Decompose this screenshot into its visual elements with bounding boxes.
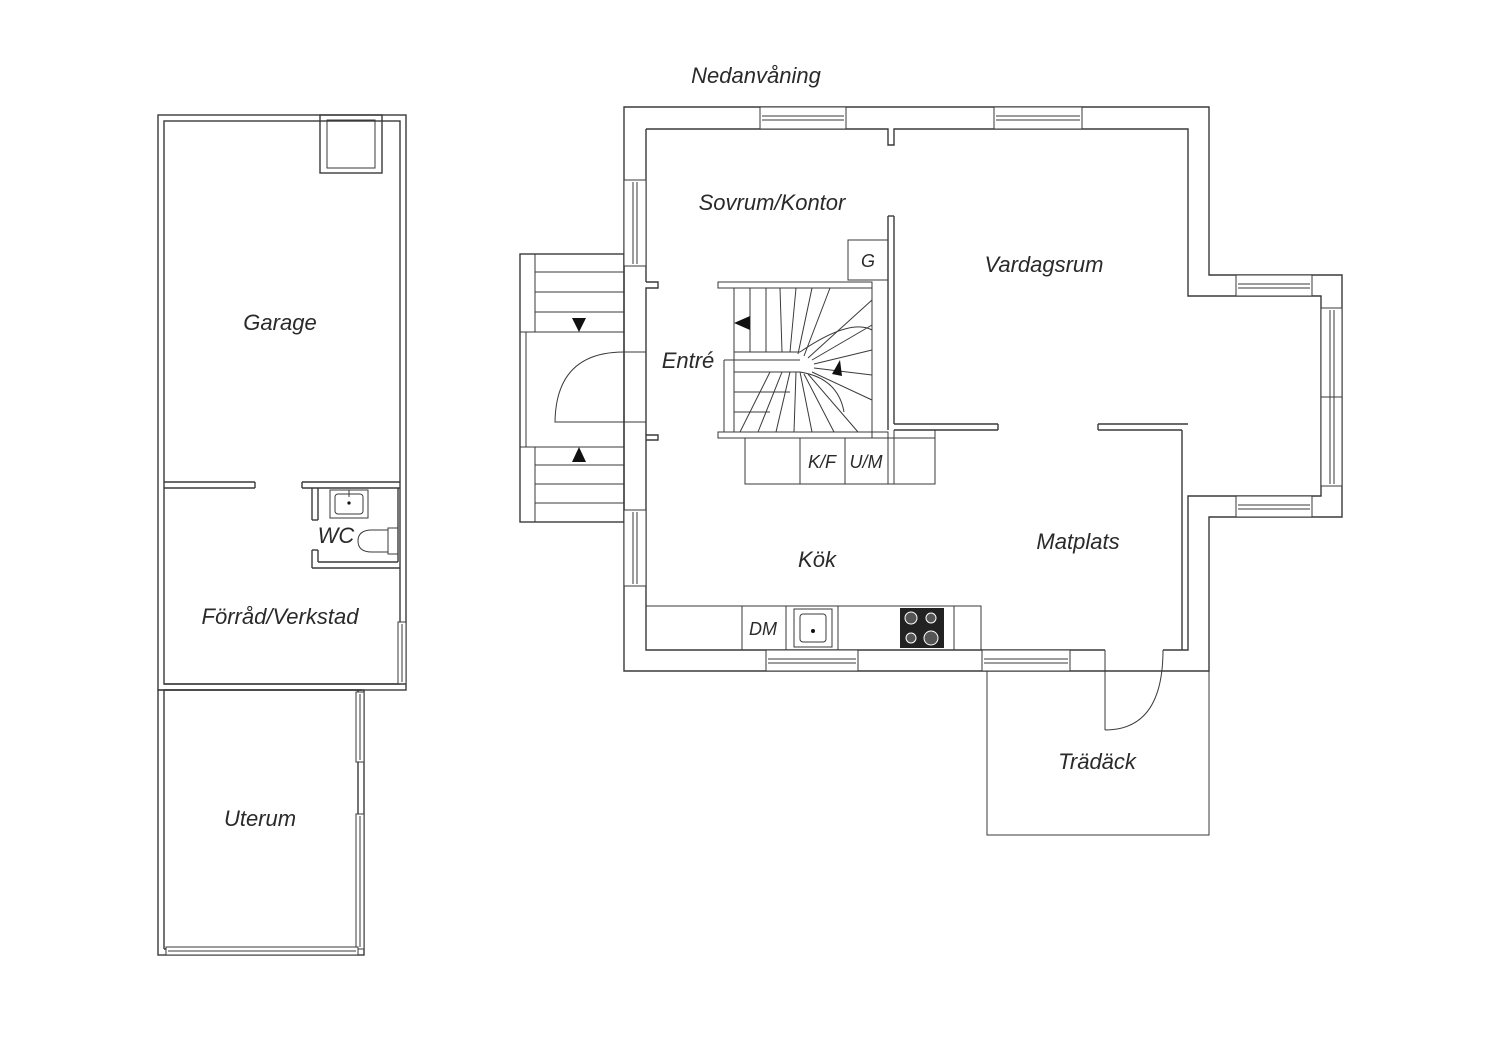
stove-icon [900, 608, 944, 648]
room-label-matplats: Matplats [1036, 529, 1119, 554]
stair-arrow-icon [734, 316, 750, 330]
room-label-vardagsrum: Vardagsrum [984, 252, 1103, 277]
room-label-kok: Kök [798, 547, 837, 572]
outbuilding [157, 114, 407, 956]
sink-icon [793, 608, 833, 648]
stair-arrow-icon [572, 318, 586, 332]
sink-icon [329, 489, 369, 519]
room-label-uterum: Uterum [224, 806, 296, 831]
stair-arrow-icon [572, 447, 586, 462]
fixture-label-g: G [861, 251, 875, 271]
fixture-label-kf: K/F [808, 452, 837, 472]
room-label-forrad: Förråd/Verkstad [202, 604, 360, 629]
stair-arrow-icon [832, 360, 842, 376]
fixture-label-dm: DM [749, 619, 777, 639]
room-label-entre: Entré [662, 348, 715, 373]
fixture-label-um: U/M [850, 452, 883, 472]
main-house [519, 106, 1343, 836]
toilet-icon [357, 527, 399, 555]
floor-title: Nedanvåning [691, 63, 821, 88]
room-label-tradack: Trädäck [1058, 749, 1137, 774]
room-label-wc: WC [318, 523, 355, 548]
room-label-sovrum: Sovrum/Kontor [699, 190, 847, 215]
room-label-garage: Garage [243, 310, 316, 335]
